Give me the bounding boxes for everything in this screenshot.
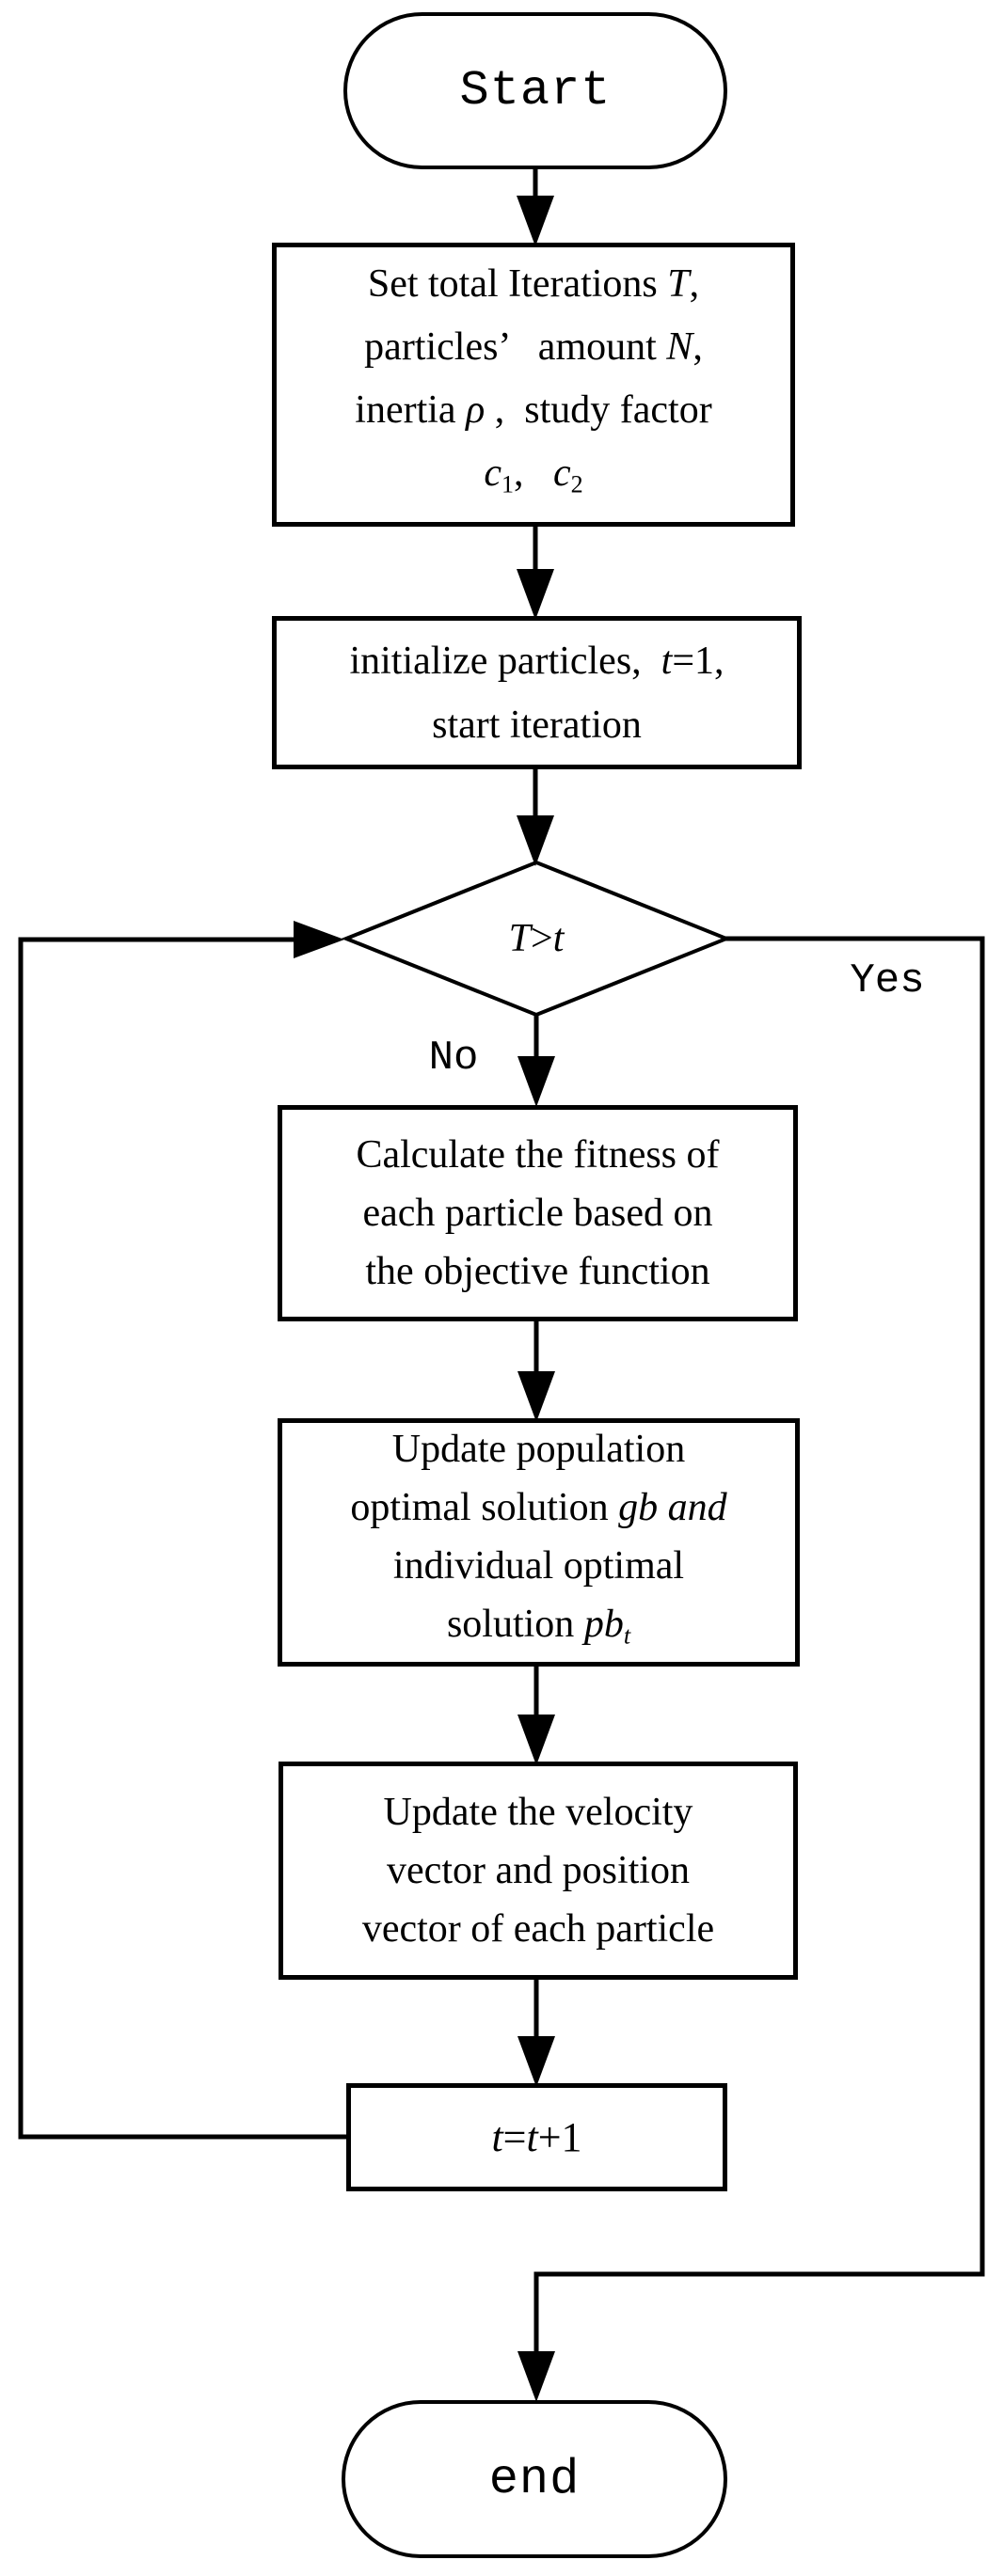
- initialize-particles-node: initialize particles, t=1, start iteratio…: [272, 616, 802, 769]
- text-line: individual optimal: [392, 1543, 685, 1588]
- text-line: particles’ amount N,: [364, 325, 703, 370]
- text-line: the objective function: [365, 1250, 710, 1293]
- text-line: T>t: [508, 917, 565, 960]
- arrowhead: [517, 1056, 555, 1107]
- text-line: Calculate the fitness of: [356, 1133, 720, 1177]
- arrowhead: [517, 1715, 555, 1765]
- arrowhead: [517, 2036, 555, 2087]
- arrowhead: [517, 569, 554, 620]
- end-node: end: [342, 2400, 727, 2558]
- edge-loop-back: [18, 937, 346, 2140]
- start-label: Start: [459, 63, 612, 119]
- arrowhead: [517, 1371, 555, 1422]
- arrowhead: [517, 196, 554, 246]
- calculate-fitness-node: Calculate the fitness of each particle ba…: [278, 1105, 798, 1321]
- text-line: inertia ρ , study factor: [355, 388, 712, 433]
- text-line: initialize particles, t=1,: [349, 639, 724, 683]
- yes-edge-label: Yes: [850, 957, 925, 1004]
- set-parameters-node: Set total Iterations T, particles’ amount…: [272, 243, 795, 527]
- update-optimal-solution-node: Update population optimal solution gb and…: [278, 1418, 800, 1667]
- arrowhead-loop: [294, 921, 344, 958]
- text-line: solution pbt: [446, 1602, 631, 1650]
- arrowhead-end: [517, 2351, 555, 2402]
- start-node: Start: [343, 12, 727, 169]
- edge-yes-branch: [533, 936, 985, 2356]
- increment-iteration-node: t=t+1: [346, 2083, 727, 2191]
- text-line: Update the velocity: [383, 1791, 693, 1834]
- text-line: vector of each particle: [361, 1907, 715, 1951]
- decision-diamond-shape: [341, 860, 732, 1018]
- arrowhead: [517, 815, 554, 866]
- text-line: optimal solution gb and: [350, 1485, 727, 1529]
- no-edge-label: No: [428, 1035, 479, 1082]
- text-line: Set total Iterations T,: [367, 262, 700, 307]
- end-label: end: [488, 2451, 581, 2507]
- text-line: Update population: [391, 1427, 686, 1471]
- text-line: start iteration: [432, 703, 642, 747]
- text-line: vector and position: [387, 1849, 690, 1892]
- update-vectors-node: Update the velocity vector and position ve…: [279, 1762, 798, 1980]
- decision-node-label: T>t: [395, 910, 677, 967]
- text-line: c1, c2: [484, 451, 583, 498]
- text-line: t=t+1: [491, 2113, 582, 2160]
- text-line: each particle based on: [362, 1192, 713, 1235]
